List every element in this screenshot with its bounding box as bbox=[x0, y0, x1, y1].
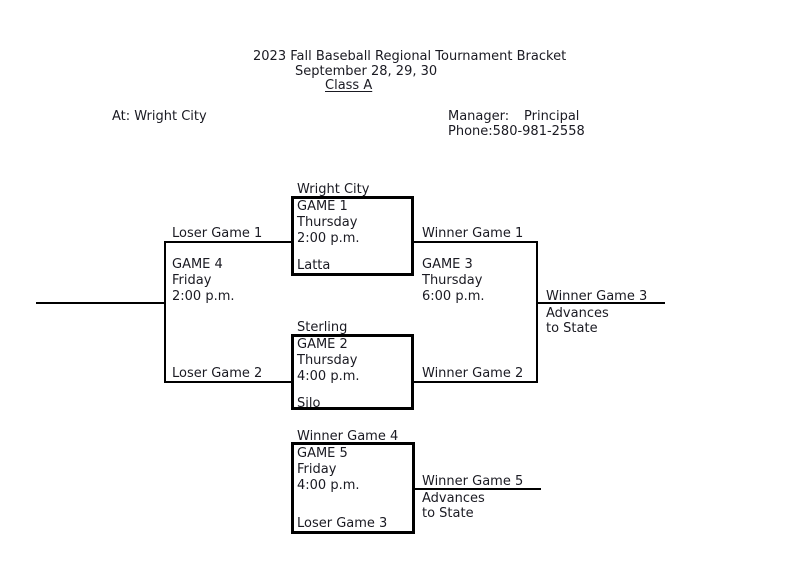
tournament-class: Class A bbox=[325, 78, 373, 93]
winner-game5-line bbox=[414, 488, 541, 490]
winner-game3-line bbox=[536, 302, 665, 304]
game5-title: GAME 5 bbox=[297, 446, 348, 461]
loser-game1-line bbox=[164, 241, 291, 243]
page-title: 2023 Fall Baseball Regional Tournament B… bbox=[253, 49, 567, 64]
game5-advances-line1: Advances bbox=[422, 491, 485, 506]
game2-title: GAME 2 bbox=[297, 337, 348, 352]
game3-title: GAME 3 bbox=[422, 257, 473, 272]
game5-bottom-feed-label: Loser Game 3 bbox=[297, 516, 388, 531]
game5-box bbox=[291, 442, 415, 534]
game1-time: 2:00 p.m. bbox=[297, 231, 360, 246]
game4-bracket-vline bbox=[164, 241, 166, 383]
game3-time: 6:00 p.m. bbox=[422, 289, 485, 304]
winner-game5-label: Winner Game 5 bbox=[422, 474, 524, 489]
game1-top-team: Wright City bbox=[297, 182, 370, 197]
game4-day: Friday bbox=[172, 273, 212, 288]
tournament-dates: September 28, 29, 30 bbox=[295, 64, 438, 79]
game5-top-feed-label: Winner Game 4 bbox=[297, 429, 399, 444]
game1-title: GAME 1 bbox=[297, 199, 348, 214]
game2-box bbox=[291, 334, 414, 410]
game3-bracket-vline bbox=[536, 241, 538, 383]
location-text: At: Wright City bbox=[112, 109, 207, 124]
winner-game3-label: Winner Game 3 bbox=[546, 289, 648, 304]
game5-advances-line2: to State bbox=[422, 506, 474, 521]
loser-game2-line bbox=[164, 381, 291, 383]
manager-label: Manager: bbox=[448, 109, 510, 124]
game3-bottom-feed-label: Winner Game 2 bbox=[422, 366, 524, 381]
game3-top-feed-label: Winner Game 1 bbox=[422, 226, 524, 241]
game1-day: Thursday bbox=[297, 215, 358, 230]
game2-day: Thursday bbox=[297, 353, 358, 368]
manager-name: Principal bbox=[524, 109, 580, 124]
game4-time: 2:00 p.m. bbox=[172, 289, 235, 304]
game4-bottom-feed-label: Loser Game 2 bbox=[172, 366, 263, 381]
game2-top-team: Sterling bbox=[297, 320, 348, 335]
game3-advances-line2: to State bbox=[546, 321, 598, 336]
game4-output-line bbox=[36, 302, 165, 304]
game3-day: Thursday bbox=[422, 273, 483, 288]
game1-box bbox=[291, 196, 414, 276]
winner-game1-line bbox=[413, 241, 538, 243]
game2-bottom-team: Silo bbox=[297, 396, 321, 411]
winner-game2-line bbox=[413, 381, 538, 383]
game5-day: Friday bbox=[297, 462, 337, 477]
phone-text: Phone:580-981-2558 bbox=[448, 124, 585, 139]
game2-time: 4:00 p.m. bbox=[297, 369, 360, 384]
game3-advances-line1: Advances bbox=[546, 306, 609, 321]
game4-top-feed-label: Loser Game 1 bbox=[172, 226, 263, 241]
game5-time: 4:00 p.m. bbox=[297, 478, 360, 493]
game1-bottom-team: Latta bbox=[297, 258, 331, 273]
game4-title: GAME 4 bbox=[172, 257, 223, 272]
